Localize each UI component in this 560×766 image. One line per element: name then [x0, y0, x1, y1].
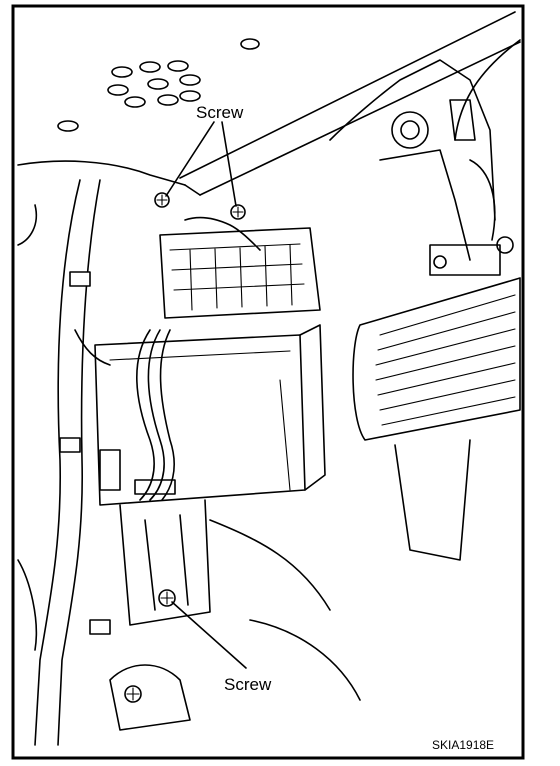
figure-frame: [11, 4, 525, 760]
label-screw-bottom: Screw: [224, 675, 272, 694]
fuse-block: [159, 227, 321, 319]
lower-bracket: [109, 499, 361, 731]
wire-harness: [34, 179, 261, 746]
vent-holes: [57, 38, 260, 132]
screw-bottom-left-bolt: [124, 685, 142, 703]
figure-code: SKIA1918E: [432, 738, 494, 752]
screw-top-right: [230, 204, 246, 220]
control-unit: [94, 324, 326, 506]
pedal-bracket: [329, 59, 514, 276]
brake-pedal: [352, 277, 521, 561]
leader-lines: [165, 121, 247, 669]
steering-column-beam: [179, 11, 521, 196]
screw-bottom: [158, 589, 176, 607]
dashboard-outline: [17, 39, 521, 651]
label-screw-top: Screw: [196, 103, 244, 122]
